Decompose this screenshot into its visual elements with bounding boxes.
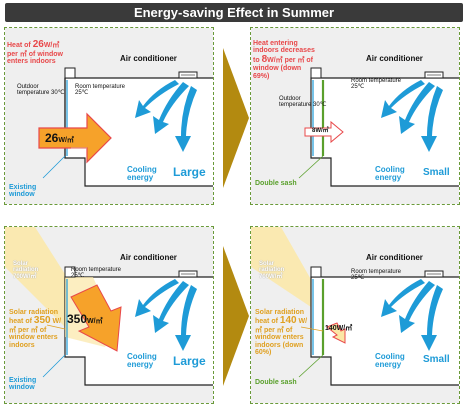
heat-description: Heat entering indoors decreases to 8W/㎡ … — [253, 40, 315, 80]
double-sash-label: Double sash — [255, 379, 297, 386]
solar-arrow-value: 350W/㎡ — [67, 312, 103, 326]
double-sash-label: Double sash — [255, 180, 297, 187]
chevron-right-icon — [223, 48, 249, 188]
air-conditioner-label: Air conditioner — [120, 253, 177, 262]
cooling-energy-label: Cooling energy — [375, 165, 405, 183]
heat-description: Heat of 26W/㎡ per ㎡ of window enters ind… — [7, 39, 63, 65]
room-temperature-label: Room temperature 25℃ — [75, 84, 126, 97]
room-temperature-label: Room temperature 25℃ — [351, 78, 402, 91]
solar-description: Solar radiation heat of 350 W/㎡ per ㎡ of… — [9, 309, 62, 349]
panel-existing-window-heat: Heat of 26W/㎡ per ㎡ of window enters ind… — [4, 27, 214, 205]
room-temperature-label: Room temperature 25℃ — [351, 269, 402, 282]
cooling-energy-label: Cooling energy — [127, 352, 157, 370]
room-illustration — [5, 227, 213, 403]
outdoor-temperature-label: Outdoor temperature 30℃ — [279, 96, 327, 109]
room-illustration — [5, 28, 213, 204]
existing-window-label: Existing window — [9, 377, 37, 392]
page-title: Energy-saving Effect in Summer — [5, 3, 463, 22]
room-illustration — [251, 227, 459, 403]
air-conditioner-label: Air conditioner — [120, 54, 177, 63]
cooling-energy-label: Cooling energy — [127, 165, 157, 183]
solar-arrow-value: 140W/㎡ — [325, 325, 353, 332]
panel-double-sash-solar: Solar radiation 700W/㎡ Air conditioner R… — [250, 226, 460, 404]
room-temperature-label: Room temperature 25℃ — [71, 267, 122, 280]
solar-radiation-label: Solar radiation 700W/㎡ — [13, 261, 39, 280]
heat-arrow — [38, 112, 112, 164]
cooling-energy-label: Cooling energy — [375, 352, 405, 370]
heat-arrow-value: 8W/㎡ — [312, 128, 329, 134]
air-conditioner-label: Air conditioner — [366, 54, 423, 63]
room-illustration — [251, 28, 459, 204]
heat-arrow-value: 26W/㎡ — [45, 131, 74, 145]
cooling-level-small: Small — [423, 167, 450, 178]
cooling-level-small: Small — [423, 354, 450, 365]
cooling-level-large: Large — [173, 165, 206, 179]
cooling-level-large: Large — [173, 354, 206, 368]
air-conditioner-label: Air conditioner — [366, 253, 423, 262]
outdoor-temperature-label: Outdoor temperature 30℃ — [17, 84, 65, 97]
solar-radiation-label: Solar radiation 700W/㎡ — [259, 261, 285, 280]
solar-description: Solar radiation heat of 140 W/㎡ per ㎡ of… — [255, 309, 308, 356]
chevron-right-icon — [223, 246, 249, 386]
panel-existing-window-solar: Solar radiation 700W/㎡ Air conditioner R… — [4, 226, 214, 404]
existing-window-label: Existing window — [9, 184, 37, 199]
panel-double-sash-heat: Heat entering indoors decreases to 8W/㎡ … — [250, 27, 460, 205]
